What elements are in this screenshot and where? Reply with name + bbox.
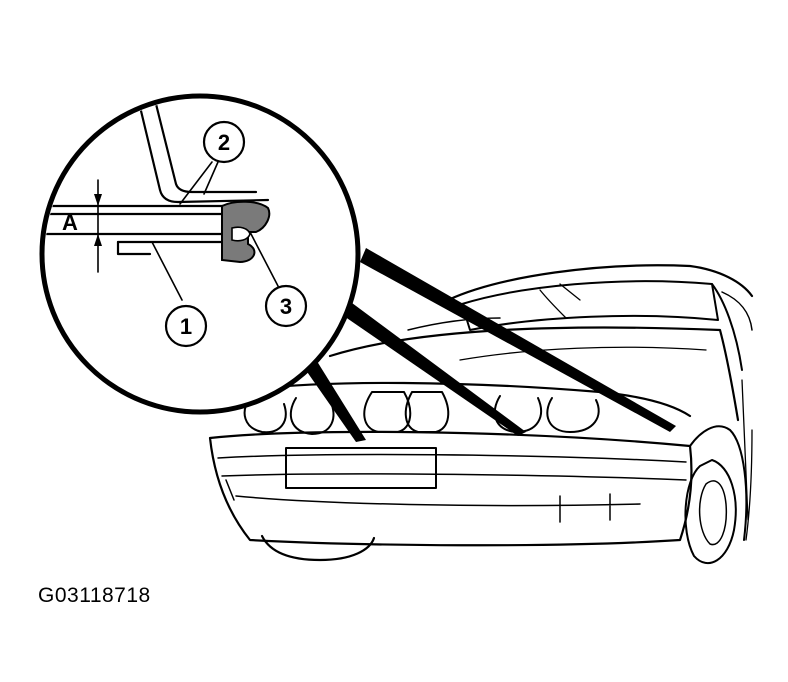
callout-2: 2 bbox=[202, 120, 246, 164]
front-wheel-left bbox=[260, 534, 376, 562]
side-window bbox=[721, 291, 753, 331]
door-line bbox=[741, 379, 753, 541]
kidney-grille-right bbox=[404, 391, 450, 433]
callout-1-circle bbox=[164, 304, 208, 348]
leader-2b bbox=[203, 161, 219, 195]
license-plate bbox=[285, 447, 437, 489]
magnified-detail bbox=[45, 99, 271, 264]
edge-seal-slot bbox=[231, 226, 251, 242]
pointer-beam-middle bbox=[338, 300, 526, 436]
callout-3-circle bbox=[264, 284, 308, 328]
leader-3 bbox=[249, 231, 279, 287]
kidney-grille-left bbox=[363, 391, 412, 433]
hood-crease bbox=[459, 346, 707, 361]
car-illustration bbox=[208, 264, 754, 565]
leader-1 bbox=[151, 241, 183, 301]
wiper bbox=[407, 317, 501, 331]
dimension-a-arrow-bottom bbox=[94, 234, 102, 246]
callout-3: 3 bbox=[264, 284, 308, 328]
bumper-panel-lower bbox=[45, 232, 238, 244]
magnifier-circle bbox=[39, 93, 361, 415]
callout-3-number: 3 bbox=[280, 294, 292, 319]
front-wheel-right-arch bbox=[689, 425, 748, 541]
hood-panel-profile-inner bbox=[150, 99, 258, 194]
hood-panel-profile bbox=[134, 99, 270, 204]
pointer-beams bbox=[296, 248, 676, 442]
windshield-reflection bbox=[539, 283, 581, 319]
callout-1: 1 bbox=[164, 304, 208, 348]
callout-leaders bbox=[151, 161, 279, 301]
front-wheel-right bbox=[684, 459, 737, 565]
figure-id: G03118718 bbox=[38, 584, 151, 607]
fog-light-left bbox=[225, 479, 235, 501]
leader-2a bbox=[179, 161, 213, 205]
bumper-panel-step bbox=[116, 240, 152, 256]
headlight-left-inner bbox=[289, 397, 335, 435]
a-pillar bbox=[711, 283, 743, 371]
bumper-outline bbox=[208, 430, 693, 547]
front-fascia-top bbox=[230, 381, 692, 418]
front-wheel-right-rim bbox=[698, 480, 728, 546]
callout-1-number: 1 bbox=[180, 314, 192, 339]
dimension-a bbox=[87, 179, 111, 273]
lower-intake bbox=[235, 493, 641, 523]
windshield-frame bbox=[461, 280, 719, 331]
bumper-strip bbox=[217, 453, 687, 481]
callout-2-number: 2 bbox=[218, 130, 230, 155]
headlight-right-outer bbox=[546, 397, 600, 433]
car-roof bbox=[446, 264, 754, 302]
pointer-beam-left bbox=[296, 350, 366, 442]
headlight-left-outer bbox=[243, 397, 287, 434]
dimension-a-arrow-top bbox=[94, 194, 102, 206]
dimension-a-label: A bbox=[62, 210, 78, 235]
pointer-beam-right bbox=[360, 248, 676, 432]
callout-2-circle bbox=[202, 120, 246, 164]
